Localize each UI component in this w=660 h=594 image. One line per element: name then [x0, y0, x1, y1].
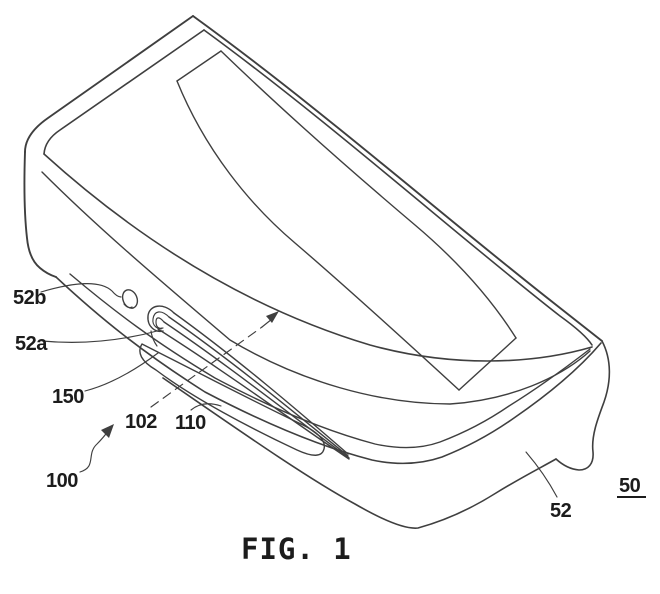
leader-lines	[40, 283, 558, 498]
rim-left	[43, 29, 205, 155]
right-end-wavy-edge	[555, 340, 611, 471]
flap-hinge-roll-mid	[152, 311, 170, 330]
flap-blade-line-3	[163, 321, 350, 459]
leader-52b	[40, 283, 122, 298]
front-top-arris-tangent	[41, 171, 591, 405]
front-bottom-silhouette	[55, 276, 602, 465]
label-52a: 52a	[15, 333, 48, 355]
label-52b: 52b	[13, 287, 46, 309]
label-150: 150	[52, 386, 84, 408]
leader-110	[190, 403, 222, 411]
label-52: 52	[550, 500, 572, 522]
label-102: 102	[125, 411, 157, 433]
top-panel	[176, 50, 517, 391]
front-top-arris	[43, 153, 593, 362]
leader-150	[84, 352, 159, 392]
label-100: 100	[46, 470, 78, 492]
panel-left-edge	[176, 80, 460, 391]
leader-52a	[41, 329, 162, 343]
panel-bottom-edge	[458, 337, 517, 391]
eject-hidden-path	[150, 326, 263, 408]
top-right-edge	[192, 15, 603, 342]
rim-right	[203, 29, 593, 346]
top-face-rim	[41, 29, 593, 405]
slot-outline	[139, 343, 326, 456]
slot-opening	[139, 343, 326, 456]
flap-hinge-roll-inner	[155, 317, 165, 329]
front-bottom-tangent	[69, 273, 591, 449]
top-left-edge	[24, 15, 194, 153]
panel-top-edge	[176, 50, 222, 82]
arrow-head-100-icon	[101, 424, 114, 438]
device-body-outline	[23, 15, 611, 529]
leader-52	[525, 451, 558, 498]
figure-caption: FIG. 1	[241, 532, 352, 566]
left-edge	[23, 151, 57, 278]
flap-blade-line-1	[173, 312, 349, 455]
label-110: 110	[175, 412, 206, 434]
panel-right-edge	[220, 50, 517, 339]
pinhole-52b	[121, 289, 139, 309]
eject-direction	[150, 311, 279, 408]
pop-out-flap	[147, 305, 350, 460]
label-50: 50	[619, 475, 641, 497]
leader-arrow-100	[79, 429, 110, 473]
pinhole-ring	[121, 289, 139, 309]
pinhole-inner-mark	[123, 303, 133, 309]
flap-blade-line-2	[168, 316, 349, 457]
reference-numerals: 52b 52a 150 102 110 100 52 50	[13, 287, 646, 522]
flap-blade-line-4	[157, 328, 350, 460]
eject-arrow-head-icon	[266, 311, 279, 323]
bottom-silhouette	[162, 377, 557, 529]
